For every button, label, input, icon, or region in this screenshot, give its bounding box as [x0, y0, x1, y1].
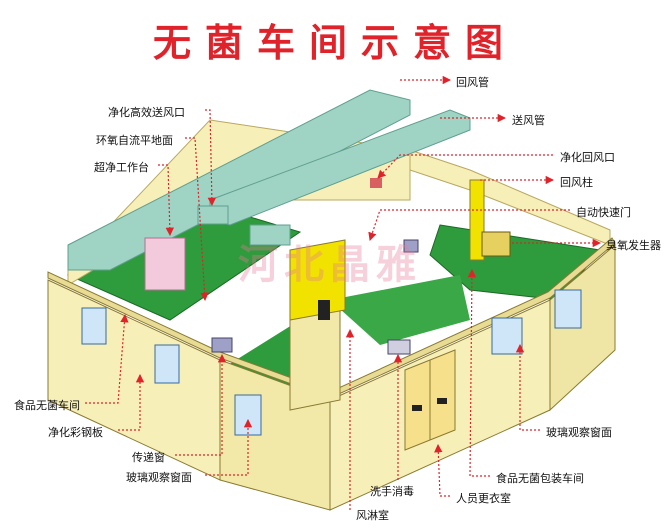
label-window-right: 玻璃观察窗面: [546, 426, 612, 439]
label-return-air-duct: 回风管: [456, 76, 489, 89]
label-window-left: 玻璃观察窗面: [126, 471, 192, 484]
label-clean-bench: 超净工作台: [94, 161, 149, 174]
label-epoxy-floor: 环氧自流平地面: [96, 134, 173, 147]
pass-box-left-shape: [211, 337, 233, 353]
fast-door-panel: [289, 239, 346, 321]
hepa-outlet-box: [197, 205, 229, 225]
label-hand-wash: 洗手消毒: [370, 485, 414, 498]
label-return-air-column: 回风柱: [560, 176, 593, 189]
label-hepa-supply-outlet: 净化高效送风口: [108, 106, 185, 119]
label-return-air-vent: 净化回风口: [560, 151, 615, 164]
duct-drop: [249, 224, 291, 246]
pass-box-center-shape: [403, 239, 419, 253]
return-vent-shape: [370, 178, 382, 188]
ozone-generator-shape: [481, 231, 511, 257]
hand-wash-shape: [387, 339, 411, 355]
right-wall: [549, 243, 616, 412]
floor-center: [330, 275, 470, 345]
watermark: 河北晶雅: [238, 242, 422, 288]
window-right-1: [491, 317, 523, 355]
window-left-2: [154, 344, 180, 384]
label-color-steel-panel: 净化彩钢板: [48, 426, 103, 439]
page-title: 无菌车间示意图: [152, 21, 517, 65]
label-changing-room: 人员更衣室: [456, 492, 511, 505]
window-right-2: [554, 289, 582, 329]
label-ozone-generator: 臭氧发生器: [606, 239, 661, 252]
label-food-sterile-workshop: 食品无菌车间: [14, 399, 80, 412]
air-shower-opening: [318, 300, 330, 320]
label-air-shower: 风淋室: [356, 509, 389, 522]
label-fast-door: 自动快速门: [576, 206, 631, 219]
return-column-shape: [469, 179, 485, 261]
label-pass-box: 传递窗: [132, 451, 165, 464]
clean-bench-shape: [144, 237, 186, 291]
label-supply-air-duct: 送风管: [512, 114, 545, 127]
return-air-duct: [67, 89, 411, 271]
label-packaging-workshop: 食品无菌包装车间: [496, 472, 584, 485]
window-left-1: [81, 307, 107, 345]
